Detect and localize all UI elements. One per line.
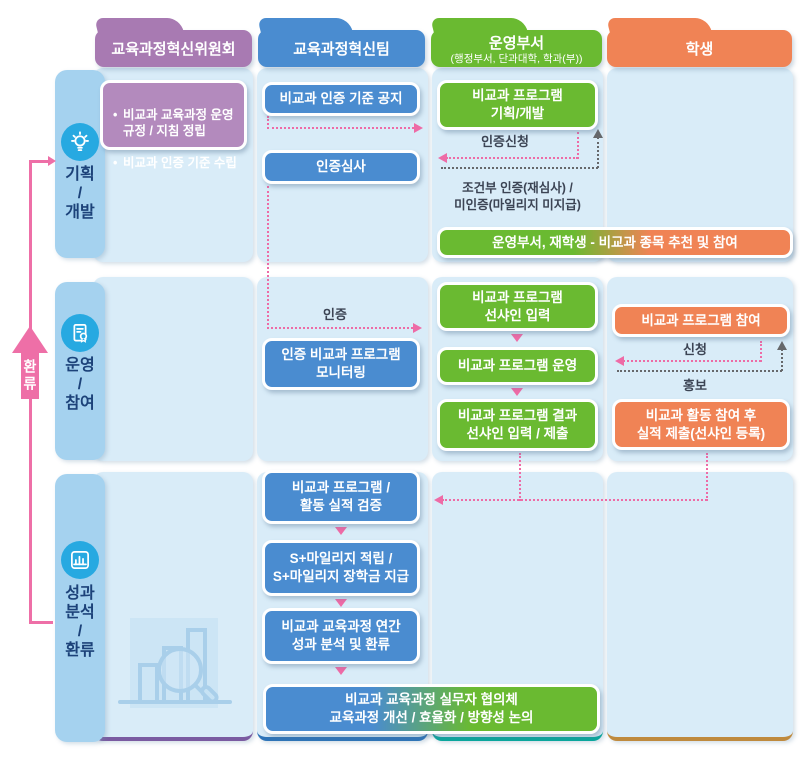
box-sunshine-input: 비교과 프로그램 선샤인 입력 <box>437 282 598 331</box>
connector-conditional-result <box>441 167 598 169</box>
column-header-committee: 교육과정혁신위원회 <box>95 30 252 67</box>
connector-cert-to-sunshine <box>267 327 413 329</box>
certificate-icon <box>61 314 99 352</box>
box-program-plan-dev: 비교과 프로그램 기획/개발 <box>437 80 598 130</box>
connector-apply-down <box>577 132 579 159</box>
phase-label-analysis: 성과 분석 / 환류 <box>65 585 95 659</box>
label-cert-apply: 인증신청 <box>481 134 529 149</box>
feedback-loop-top-arrowhead <box>48 156 56 166</box>
box-cert-review: 인증심사 <box>262 150 420 184</box>
connector-conditional-up <box>597 137 599 168</box>
column-header-department-sublabel: (행정부서, 단과대학, 학과(부)) <box>450 52 583 65</box>
box-performance-verification: 비교과 프로그램 / 활동 실적 검증 <box>262 470 420 524</box>
connector-promotion-up <box>781 349 783 371</box>
lightbulb-icon <box>61 123 99 161</box>
column-header-student: 학생 <box>607 30 792 67</box>
feedback-arrow: 환류 <box>21 352 39 399</box>
arrowhead-left <box>438 153 447 163</box>
connector-notice-to-plandev <box>267 127 414 129</box>
phase-strip-operation <box>55 282 105 460</box>
box-cert-standard-notice: 비교과 인증 기준 공지 <box>262 82 420 116</box>
panel-committee-operate <box>93 277 253 461</box>
arrowhead-right <box>414 123 423 133</box>
down-arrow <box>335 599 347 607</box>
column-header-team-label: 교육과정혁신팀 <box>293 41 390 58</box>
label-certified: 인증 <box>323 307 347 322</box>
phase-strip-analysis <box>55 474 105 742</box>
chart-magnifier-watermark-icon <box>118 610 233 720</box>
box-result-submit: 비교과 프로그램 결과 선샤인 입력 / 제출 <box>437 399 598 451</box>
committee-task-item: 비교과 인증 기준 수립 <box>113 155 239 171</box>
box-program-monitoring: 인증 비교과 프로그램 모니터링 <box>262 338 420 390</box>
column-header-department: 운영부서 (행정부서, 단과대학, 학과(부)) <box>431 30 602 67</box>
phase-label-planning: 기획 / 개발 <box>65 166 95 221</box>
feedback-loop-bottom-elbow <box>29 621 53 624</box>
connector-to-verification <box>442 499 707 501</box>
column-header-department-label: 운영부서 <box>488 34 545 52</box>
arrowhead-up <box>777 341 787 350</box>
down-arrow <box>511 388 523 396</box>
column-header-team: 교육과정혁신팀 <box>258 30 425 67</box>
box-program-participation: 비교과 프로그램 참여 <box>612 304 790 337</box>
committee-task-item: 비교과 교육과정 운영 규정 / 지침 정립 <box>113 107 239 139</box>
box-activity-submit: 비교과 활동 참여 후 실적 제출(선샤인 등록) <box>612 399 790 450</box>
down-arrow <box>335 527 347 535</box>
label-apply: 신청 <box>683 342 707 357</box>
connector-result-down <box>519 453 521 501</box>
arrowhead-left <box>615 356 624 366</box>
bar-chart-icon <box>61 541 99 579</box>
panel-student-analysis <box>607 472 793 741</box>
box-mileage-scholarship: S+마일리지 적립 / S+마일리지 장학금 지급 <box>262 540 420 596</box>
phase-label-operation: 운영 / 참여 <box>65 357 95 412</box>
connector-apply-to-operation <box>623 360 761 362</box>
box-program-operation: 비교과 프로그램 운영 <box>437 347 598 385</box>
feedback-arrow-head <box>12 326 48 353</box>
label-promote: 홍보 <box>683 378 707 393</box>
label-conditional-cert: 조건부 인증(재심사) / 미인증(마일리지 미지급) <box>454 181 581 212</box>
feedback-loop-top-elbow <box>29 160 49 163</box>
down-arrow <box>335 667 347 675</box>
arrowhead-left <box>434 495 443 505</box>
phase-strip-planning <box>55 70 105 258</box>
box-working-council: 비교과 교육과정 실무자 협의체 교육과정 개선 / 효율화 / 방향성 논의 <box>263 684 600 734</box>
arrowhead-up <box>593 129 603 138</box>
connector-promotion <box>617 370 782 372</box>
connector-student-apply-down <box>760 341 762 362</box>
connector-apply-to-review <box>446 157 578 159</box>
arrowhead-right <box>413 323 422 333</box>
down-arrow <box>511 334 523 342</box>
box-annual-analysis: 비교과 교육과정 연간 성과 분석 및 환류 <box>262 608 420 664</box>
connector-notice-down <box>267 116 269 129</box>
column-header-committee-label: 교육과정혁신위원회 <box>111 41 236 58</box>
column-header-student-label: 학생 <box>685 41 714 58</box>
feedback-arrow-label: 환류 <box>22 358 38 393</box>
box-committee-tasks: 비교과 교육과정 운영 규정 / 지침 정립 비교과 인증 기준 수립 <box>100 80 247 171</box>
connector-review-down <box>267 186 269 329</box>
connector-activity-down <box>706 453 708 501</box>
box-recommend-participation: 운영부서, 재학생 - 비교과 종목 추천 및 참여 <box>437 227 793 258</box>
